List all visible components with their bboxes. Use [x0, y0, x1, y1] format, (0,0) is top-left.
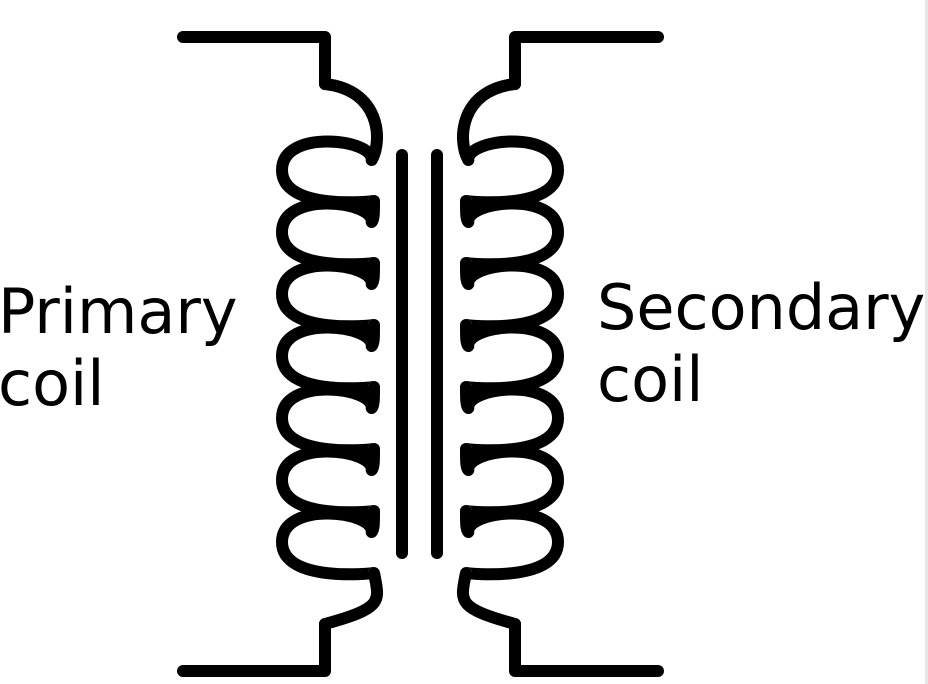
right-edge-divider: [925, 0, 928, 684]
primary-winding: [276, 78, 384, 630]
secondary-bottom-lead: [509, 618, 664, 677]
secondary-winding: [456, 78, 564, 630]
secondary-coil-label-line2: coil: [597, 343, 704, 416]
primary-coil-label-line2: coil: [0, 347, 105, 420]
primary-coil-label: Primary coil: [0, 276, 238, 420]
primary-top-lead: [177, 31, 331, 90]
primary-bottom-lead: [177, 618, 331, 677]
primary-coil-label-line1: Primary: [0, 275, 238, 348]
secondary-coil-label: Secondary coil: [597, 272, 925, 416]
secondary-coil-label-line1: Secondary: [597, 271, 926, 344]
secondary-top-lead: [509, 31, 664, 90]
